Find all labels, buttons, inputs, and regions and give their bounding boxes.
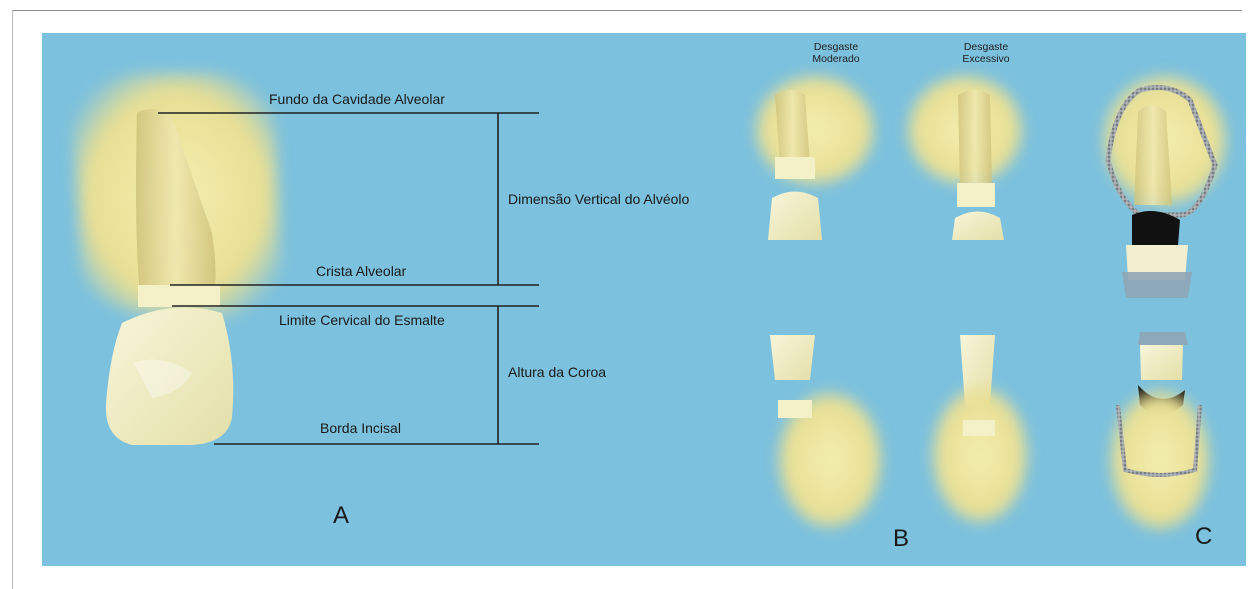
label-desgaste-moderado: Desgaste Moderado <box>791 41 881 65</box>
label-desgaste-moderado-line1: Desgaste <box>791 41 881 53</box>
label-limite-cervical-esmalte: Limite Cervical do Esmalte <box>279 312 445 328</box>
label-fundo-cavidade-alveolar: Fundo da Cavidade Alveolar <box>269 91 445 107</box>
page-border-top <box>12 10 1242 11</box>
label-dimensao-vertical-alveolo: Dimensão Vertical do Alvéolo <box>508 191 689 207</box>
panel-c-lower-tooth <box>1110 332 1210 530</box>
label-desgaste-moderado-line2: Moderado <box>791 53 881 65</box>
panel-b-lower-teeth <box>770 335 1028 528</box>
label-crista-alveolar: Crista Alveolar <box>316 263 406 279</box>
panel-b-upper-teeth <box>755 75 1023 240</box>
panel-a-tooth <box>72 73 282 445</box>
label-borda-incisal: Borda Incisal <box>320 420 401 436</box>
label-desgaste-excessivo: Desgaste Excessivo <box>941 41 1031 65</box>
panel-c-upper-tooth <box>1103 75 1227 298</box>
label-altura-coroa: Altura da Coroa <box>508 364 606 380</box>
page-border-left <box>12 10 13 589</box>
diagram-artwork <box>42 33 1246 566</box>
label-desgaste-excessivo-line2: Excessivo <box>941 53 1031 65</box>
panel-c-letter: C <box>1195 523 1212 551</box>
panel-a-letter: A <box>333 502 349 530</box>
label-desgaste-excessivo-line1: Desgaste <box>941 41 1031 53</box>
panel-b-letter: B <box>893 525 909 553</box>
